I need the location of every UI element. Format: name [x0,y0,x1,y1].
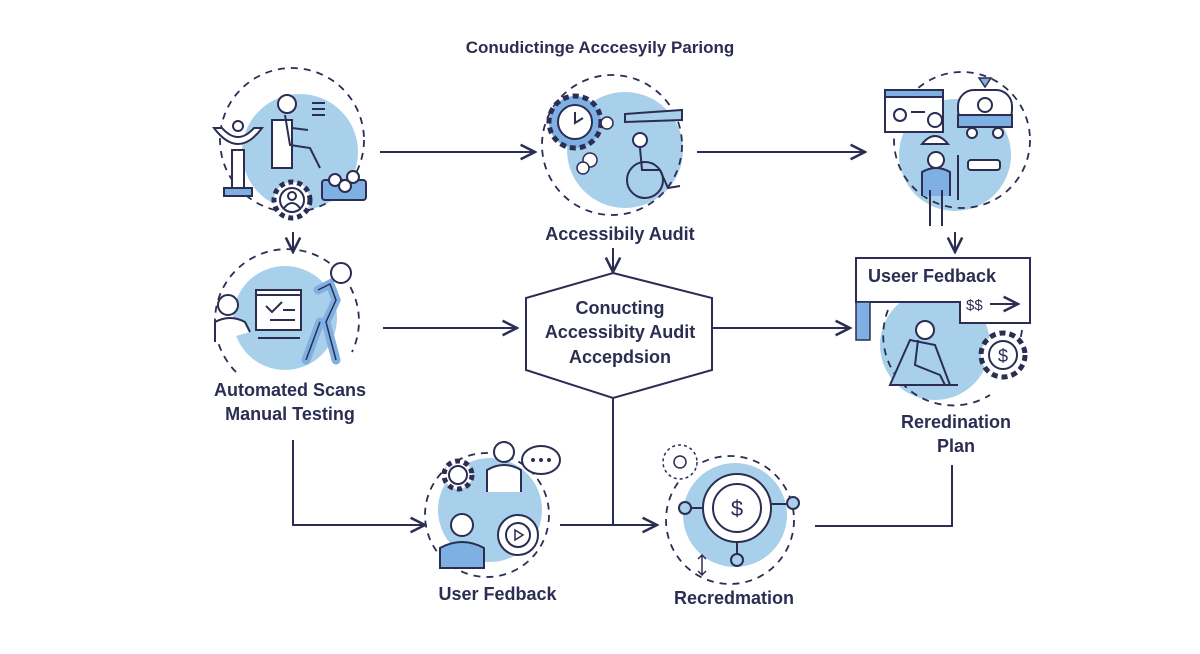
diagram-title: Conudictinge Acccesyily Pariong [465,38,735,57]
automated-node-icon [214,248,360,373]
svg-text:$: $ [731,496,743,521]
remediation-node-icon: $ [662,444,800,585]
remediation-plan-line-2: Plan [936,436,975,457]
hexagon-line-3: Accepdsion [568,346,672,367]
topright-node-icon [884,71,1031,226]
remediation-plan-label: Reredination Plan [856,410,1056,459]
automated-scans-label: Automated Scans Manual Testing [180,378,400,427]
dollar-symbol: $$ [966,297,983,314]
arrow-automated-to-userfeedback [292,440,425,525]
hexagon-node [525,271,713,400]
connectors [293,152,955,526]
user-feedback-label: User Fedback [438,584,557,604]
remediation-label: Recredmation [673,588,795,608]
audit-node-icon [541,74,683,216]
remediation-plan-line-1: Reredination [900,412,1011,432]
manual-testing-line: Manual Testing [225,404,355,425]
automated-scans-line: Automated Scans [213,380,367,400]
hexagon-line-1: Conucting [575,298,665,318]
line-remediation-to-plan [815,465,953,527]
hexagon-line-2: Accessibity Audit [544,322,696,343]
audit-label: Accessibily Audit [545,224,695,244]
svg-text:$: $ [998,346,1008,366]
user-feedback-box-title: Useer Fedback [868,266,997,286]
planning-node-icon [211,67,367,221]
hexagon-label: Conucting Accessibity Audit Accepdsion [520,296,720,369]
user-feedback-node-icon [424,441,561,578]
user-feedback-box: $$ [855,257,1031,341]
